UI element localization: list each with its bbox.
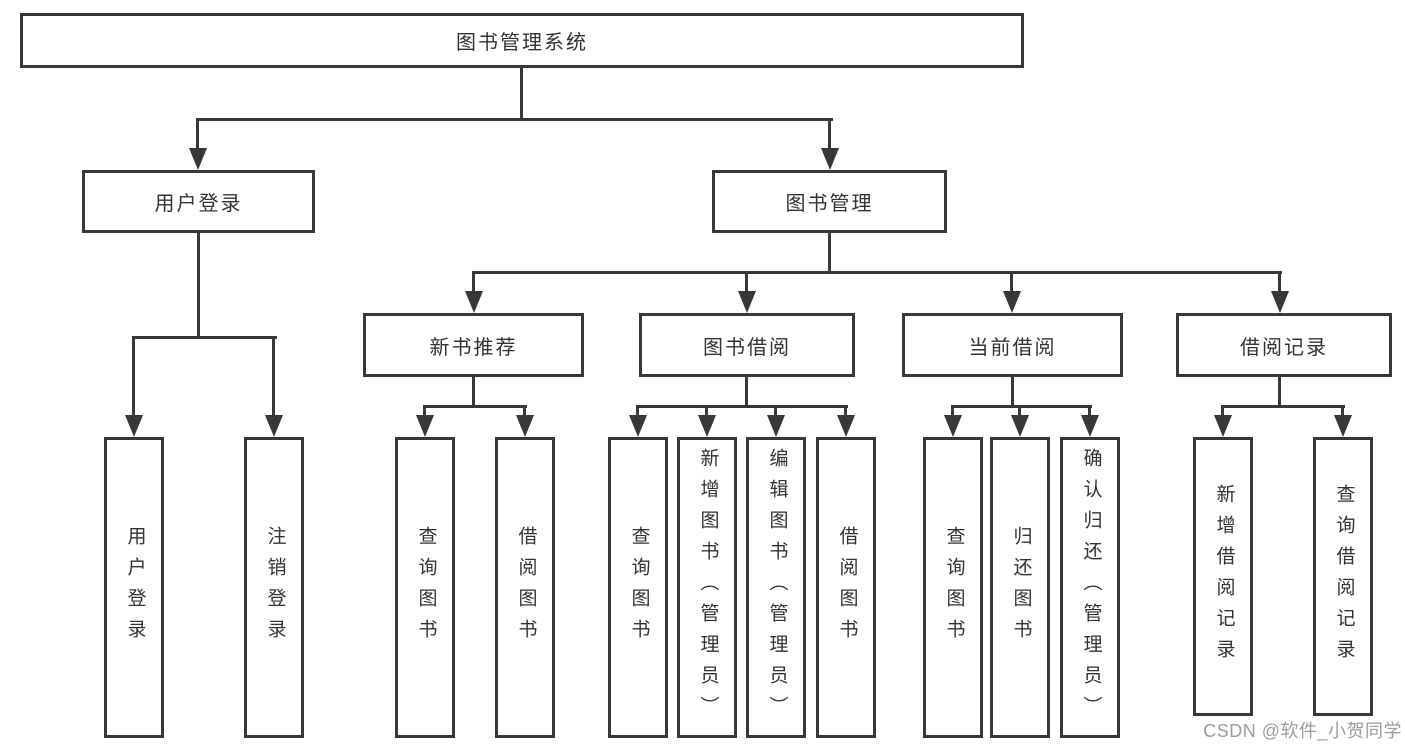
leaf-query-borrow-record-label: 查询借阅记录 (1333, 483, 1355, 670)
leaf-query-borrow-record: 查询借阅记录 (1313, 437, 1373, 716)
leaf-query-books-2-label: 查询图书 (628, 525, 650, 650)
leaf-query-books-1-label: 查询图书 (415, 525, 437, 650)
connector-new-book-split (423, 405, 527, 408)
node-root-label: 图书管理系统 (456, 32, 588, 54)
arrow-down-icon (265, 336, 283, 437)
leaf-return-books-label: 归还图书 (1010, 525, 1032, 650)
leaf-return-books: 归还图书 (990, 437, 1050, 738)
connector-root-split (197, 118, 833, 121)
arrow-down-icon (1011, 405, 1029, 437)
connector-borrow-records-trunk (1278, 377, 1281, 407)
connector-current-borrow-trunk (1011, 377, 1014, 407)
node-current-borrow-label: 当前借阅 (968, 336, 1057, 359)
arrow-down-icon (125, 336, 143, 437)
arrow-down-icon (465, 271, 483, 313)
leaf-borrow-books-2-label: 借阅图书 (836, 525, 858, 650)
arrow-down-icon (629, 405, 647, 437)
arrow-down-icon (698, 405, 716, 437)
connector-root-trunk (520, 68, 523, 120)
arrow-down-icon (189, 118, 207, 170)
leaf-user-login: 用户登录 (104, 437, 164, 738)
leaf-query-books-3-label: 查询图书 (943, 525, 965, 650)
arrow-down-icon (944, 405, 962, 437)
node-new-book-recommend-label: 新书推荐 (429, 336, 518, 359)
connector-book-management-split (472, 271, 1282, 274)
connector-book-management-trunk (828, 233, 831, 273)
leaf-borrow-books-2: 借阅图书 (816, 437, 876, 738)
leaf-add-borrow-record: 新增借阅记录 (1193, 437, 1253, 716)
arrow-down-icon (837, 405, 855, 437)
watermark: CSDN @软件_小贺同学 (1203, 721, 1402, 741)
node-book-management: 图书管理 (712, 170, 947, 233)
leaf-logout: 注销登录 (244, 437, 304, 738)
node-user-login-label: 用户登录 (154, 193, 243, 215)
connector-user-login-trunk (197, 233, 200, 338)
arrow-down-icon (767, 405, 785, 437)
arrow-down-icon (1003, 271, 1021, 313)
arrow-down-icon (821, 118, 839, 170)
node-borrow-records-label: 借阅记录 (1240, 336, 1328, 359)
leaf-edit-books-admin-label: 编辑图书（管理员） (766, 448, 788, 727)
arrow-down-icon (1214, 405, 1232, 437)
leaf-query-books-3: 查询图书 (923, 437, 983, 738)
connector-current-borrow-split (951, 405, 1092, 408)
connector-user-login-split (133, 336, 277, 339)
leaf-borrow-books-1: 借阅图书 (495, 437, 555, 738)
leaf-confirm-return-admin: 确认归还（管理员） (1060, 437, 1120, 738)
node-book-borrow-label: 图书借阅 (703, 336, 791, 359)
connector-book-borrow-split (636, 405, 848, 408)
arrow-down-icon (416, 405, 434, 437)
arrow-down-icon (516, 405, 534, 437)
connector-borrow-records-split (1221, 405, 1345, 408)
leaf-query-books-2: 查询图书 (608, 437, 668, 738)
node-user-login: 用户登录 (82, 170, 315, 233)
arrow-down-icon (1271, 271, 1289, 313)
leaf-confirm-return-admin-label: 确认归还（管理员） (1080, 448, 1102, 727)
arrow-down-icon (1081, 405, 1099, 437)
leaf-add-books-admin: 新增图书（管理员） (677, 437, 737, 738)
node-book-borrow: 图书借阅 (639, 313, 855, 377)
leaf-user-login-label: 用户登录 (124, 525, 146, 650)
connector-new-book-trunk (472, 377, 475, 407)
leaf-query-books-1: 查询图书 (395, 437, 455, 738)
node-root: 图书管理系统 (20, 13, 1024, 68)
arrow-down-icon (1334, 405, 1352, 437)
node-new-book-recommend: 新书推荐 (363, 313, 584, 377)
node-current-borrow: 当前借阅 (902, 313, 1123, 377)
leaf-logout-label: 注销登录 (264, 525, 286, 650)
leaf-add-books-admin-label: 新增图书（管理员） (697, 448, 719, 727)
leaf-borrow-books-1-label: 借阅图书 (515, 525, 537, 650)
connector-book-borrow-trunk (745, 377, 748, 407)
arrow-down-icon (738, 271, 756, 313)
leaf-edit-books-admin: 编辑图书（管理员） (746, 437, 806, 738)
leaf-add-borrow-record-label: 新增借阅记录 (1213, 483, 1235, 670)
node-book-management-label: 图书管理 (785, 193, 874, 215)
node-borrow-records: 借阅记录 (1176, 313, 1392, 377)
